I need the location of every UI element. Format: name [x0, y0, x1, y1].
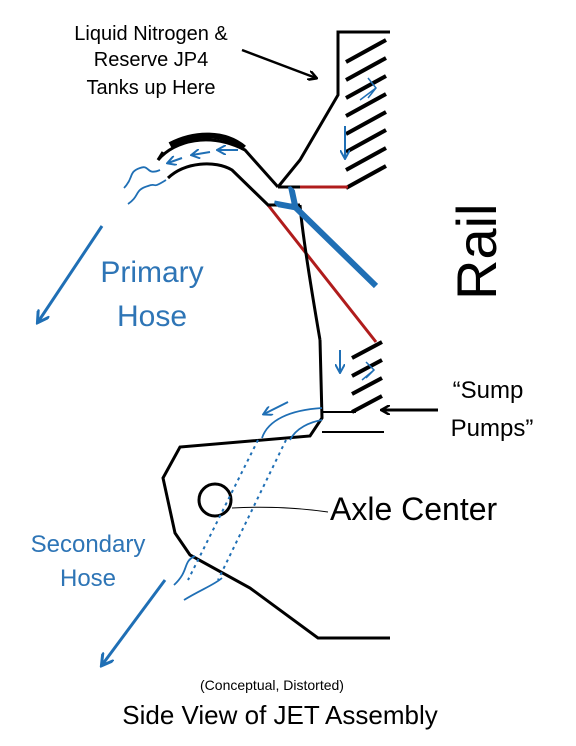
tanks-label-line3: Tanks up Here — [87, 77, 216, 99]
secondary-hose-label-line2: Hose — [60, 565, 116, 592]
tanks-label-line1: Liquid Nitrogen & — [74, 23, 228, 45]
flow-arrows — [38, 77, 379, 665]
tank-structure — [276, 30, 390, 189]
axle-circle — [197, 482, 233, 518]
sump-label-line2: Pumps” — [451, 415, 534, 442]
secondary-hose-label-line1: Secondary — [31, 531, 146, 558]
sump-label-line1: “Sump — [453, 377, 524, 404]
axle-center-label: Axle Center — [330, 491, 498, 527]
primary-hose-label-line1: Primary — [100, 256, 203, 289]
secondary-hose-arrow — [102, 579, 167, 665]
red-flow-lines — [266, 185, 378, 343]
rail-hatching-top — [345, 38, 387, 190]
tanks-label-line2: Reserve JP4 — [94, 49, 209, 71]
rail-label: Rail — [445, 204, 508, 300]
caption-note: (Conceptual, Distorted) — [200, 677, 344, 693]
jet-upper-body — [156, 132, 390, 640]
caption-title: Side View of JET Assembly — [122, 700, 438, 730]
sump-lines — [322, 411, 384, 433]
axle-leader-line — [231, 506, 329, 513]
secondary-hose-curves — [173, 407, 323, 601]
secondary-hose-dashed — [187, 439, 287, 581]
rail-hatching-bottom — [351, 340, 383, 414]
main-inflow-arrow — [294, 206, 379, 289]
inlet-squiggles — [123, 166, 167, 205]
primary-hose-label-line2: Hose — [117, 300, 187, 333]
primary-hose-arrow — [38, 225, 104, 322]
tanks-pointer-arrow — [241, 48, 316, 78]
